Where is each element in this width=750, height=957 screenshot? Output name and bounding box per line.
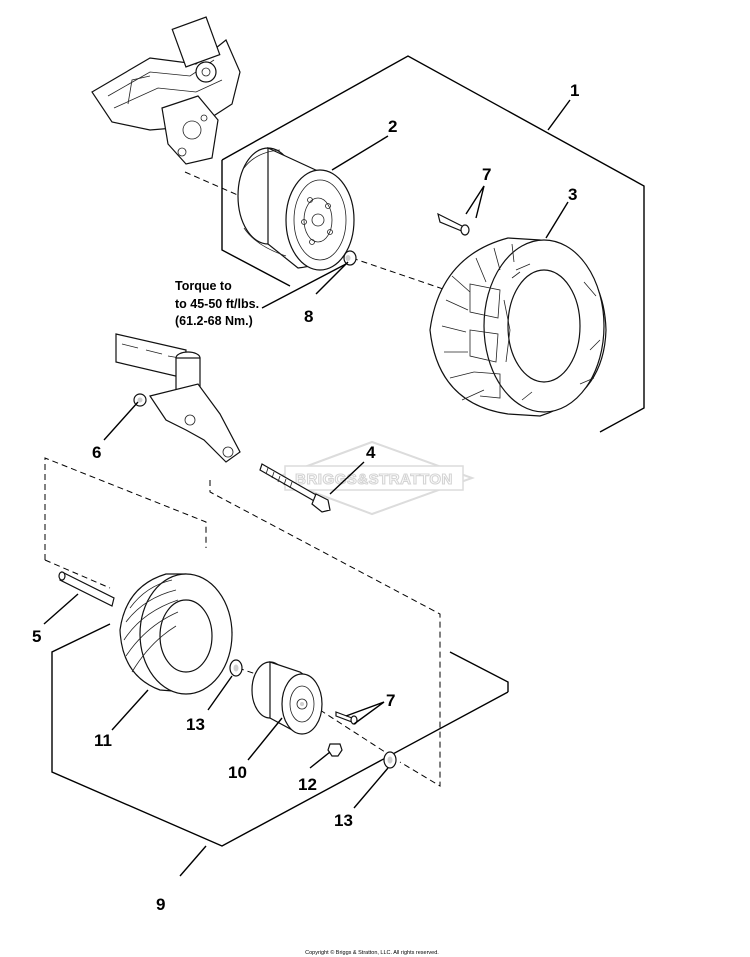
bolt-4 <box>259 463 331 513</box>
leader-7a <box>465 185 485 219</box>
leader-5 <box>43 593 79 625</box>
leader-7b <box>345 701 385 725</box>
torque-note: Torque to to 45-50 ft/lbs. (61.2-68 Nm.) <box>175 279 259 328</box>
leader-8 <box>315 261 349 295</box>
callout-5: 5 <box>32 627 41 646</box>
leader-12 <box>309 751 331 769</box>
rim-2 <box>237 147 355 271</box>
assembly-dash-hub <box>184 171 241 197</box>
callout-9: 9 <box>156 895 165 914</box>
torque-note-line-1: Torque to <box>175 279 232 293</box>
rim-10 <box>251 661 323 735</box>
leader-4 <box>329 461 365 495</box>
callout-8: 8 <box>304 307 313 326</box>
callout-6: 6 <box>92 443 101 462</box>
watermark-text: BRIGGS&STRATTON <box>295 471 453 488</box>
leader-10 <box>247 717 283 761</box>
washer-13-left <box>229 659 243 677</box>
leader-13b <box>353 767 389 809</box>
callout-1: 1 <box>570 81 579 100</box>
torque-note-line-2: to 45-50 ft/lbs. <box>175 297 259 311</box>
callout-4: 4 <box>366 443 376 462</box>
assembly-dash-tire <box>351 257 447 291</box>
callout-2: 2 <box>388 117 397 136</box>
leader-1 <box>547 99 571 131</box>
callout-10: 10 <box>228 763 247 782</box>
tire-3 <box>429 237 607 417</box>
washer-13-right <box>383 751 397 769</box>
assembly-dash-rim <box>319 709 386 753</box>
lug-nut-8 <box>343 250 357 266</box>
leader-9 <box>179 845 207 877</box>
bracket-1-left <box>221 160 291 287</box>
frame-assembly <box>91 16 241 165</box>
assembly-dash-lower <box>44 457 207 560</box>
bracket-9-right <box>449 651 509 692</box>
leader-torque <box>261 263 347 309</box>
leader-6 <box>103 401 139 441</box>
grease-fitting-12 <box>327 743 343 757</box>
assembly-dash-axle <box>44 559 111 589</box>
caster-fork <box>115 333 241 463</box>
torque-note-line-3: (61.2-68 Nm.) <box>175 314 253 328</box>
leader-13a <box>207 675 233 711</box>
leader-11 <box>111 689 149 731</box>
bracket-9 <box>51 623 509 847</box>
axle-5 <box>58 571 115 607</box>
valve-stem-7-upper <box>437 212 470 236</box>
callout-11: 11 <box>94 731 112 750</box>
callout-12: 12 <box>298 775 317 794</box>
callout-3: 3 <box>568 185 577 204</box>
copyright-text: Copyright © Briggs & Stratton, LLC. All … <box>305 949 439 956</box>
callout-7-upper: 7 <box>482 165 491 184</box>
callout-7-lower: 7 <box>386 691 395 710</box>
leader-3 <box>545 201 569 239</box>
leader-2 <box>331 135 389 171</box>
callout-13-right: 13 <box>334 811 353 830</box>
tire-11 <box>119 573 233 695</box>
callout-13-left: 13 <box>186 715 205 734</box>
bracket-1 <box>221 55 645 433</box>
assembly-dash-right <box>209 480 441 787</box>
